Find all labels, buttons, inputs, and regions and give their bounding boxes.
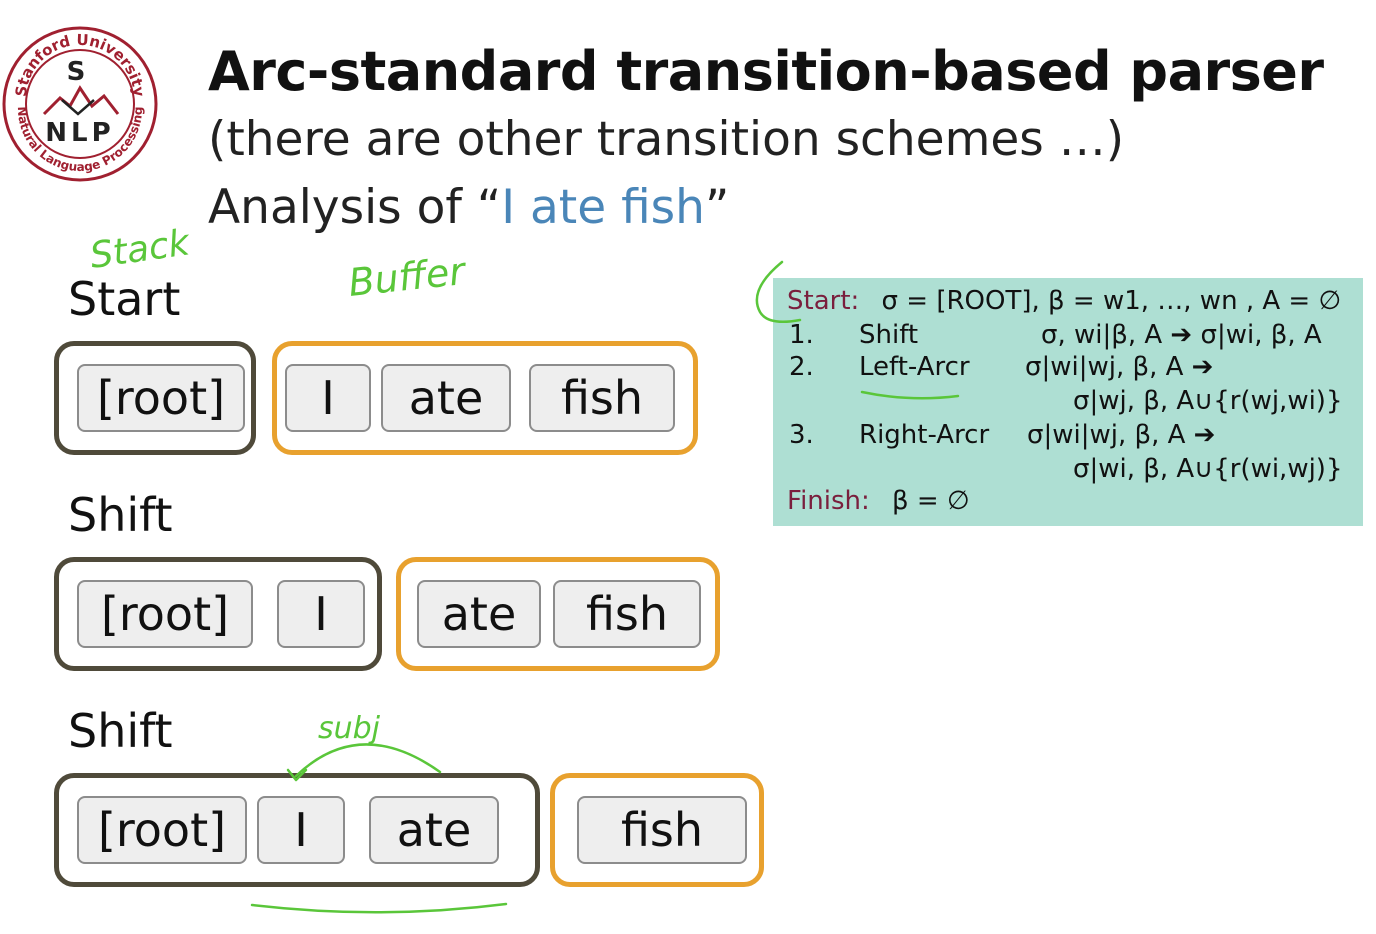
slide-subtitle: (there are other transition schemes …) (208, 112, 1125, 167)
handwriting-arc-label: subj (318, 711, 381, 746)
stack-box: [root] (54, 341, 256, 455)
rule-formula-left-arc: σ|wi|wj, β, A ➔ (1025, 352, 1214, 382)
stanford-nlp-logo: Stanford University Natural Language Pro… (2, 26, 158, 182)
stack-token: I (257, 796, 345, 864)
transition-rules-box: Start: σ = [ROOT], β = w1, …, wn , A = ∅… (773, 278, 1363, 526)
rule-formula-shift: σ, wi|β, A ➔ σ|wi, β, A (1041, 320, 1322, 350)
step-label-shift: Shift (68, 704, 173, 758)
stack-token: [root] (77, 364, 245, 432)
rules-finish-label: Finish: (787, 486, 870, 516)
arc-stroke (294, 743, 442, 778)
rules-start-eq: σ = [ROOT], β = w1, …, wn , A = ∅ (881, 286, 1342, 316)
buffer-box: fish (550, 773, 764, 887)
stack-token: [root] (77, 580, 253, 648)
buffer-box: I ate fish (272, 341, 698, 455)
analysis-suffix: ” (704, 180, 730, 235)
stack-box: [root] I (54, 557, 382, 671)
logo-letter-s: S (67, 57, 86, 87)
logo-letters: NLP (45, 118, 114, 148)
rule-name-left-arc: Left-Arcr (859, 352, 970, 382)
buffer-token: I (285, 364, 371, 432)
underline-stroke (250, 902, 508, 914)
rule-number: 1. (789, 320, 814, 350)
stack-token: I (277, 580, 365, 648)
rule-name-shift: Shift (859, 320, 919, 350)
rule-formula-right-arc: σ|wi|wj, β, A ➔ (1027, 420, 1216, 450)
buffer-token: ate (381, 364, 511, 432)
analysis-prefix: Analysis of “ (208, 180, 502, 235)
stack-box: [root] I ate (54, 773, 540, 887)
stack-token: ate (369, 796, 499, 864)
rules-start-label: Start: (787, 286, 860, 316)
step-label-start: Start (68, 272, 181, 326)
stack-token: [root] (77, 796, 247, 864)
buffer-token: fish (529, 364, 675, 432)
analysis-sentence: I ate fish (501, 180, 705, 235)
buffer-token: ate (417, 580, 541, 648)
rule-number: 2. (789, 352, 814, 382)
buffer-box: ate fish (396, 557, 720, 671)
handwriting-buffer: Buffer (346, 249, 469, 305)
rule-result-left-arc: σ|wj, β, A∪{r(wj,wi)} (1073, 386, 1343, 416)
step-label-shift: Shift (68, 488, 173, 542)
buffer-token: fish (553, 580, 701, 648)
buffer-token: fish (577, 796, 747, 864)
rule-result-right-arc: σ|wi, β, A∪{r(wi,wj)} (1073, 454, 1343, 484)
rules-finish-eq: β = ∅ (892, 486, 970, 516)
analysis-line: Analysis of “I ate fish” (208, 180, 729, 235)
slide-title: Arc-standard transition-based parser (208, 40, 1324, 103)
handwriting-stack: Stack (88, 222, 195, 277)
rule-number: 3. (789, 420, 814, 450)
rule-name-right-arc: Right-Arcr (859, 420, 990, 450)
